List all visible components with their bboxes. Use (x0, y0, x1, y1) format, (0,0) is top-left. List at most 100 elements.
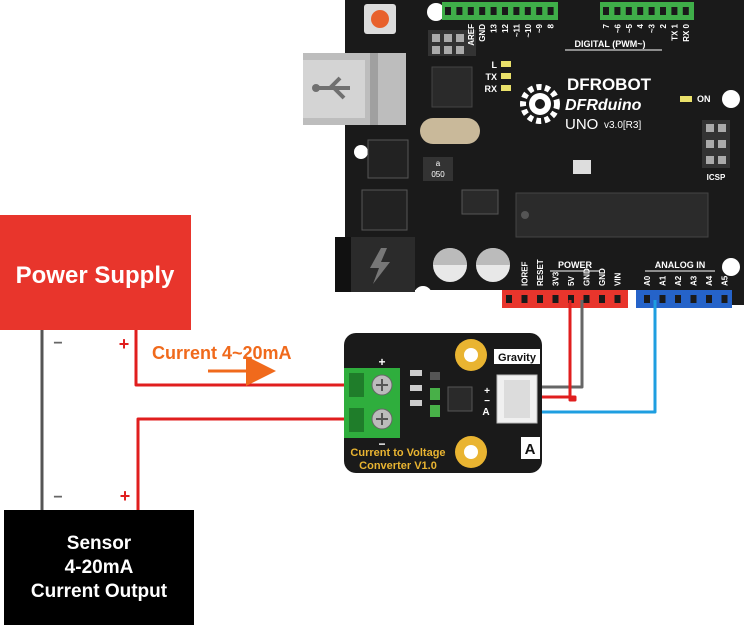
status-led (501, 61, 511, 67)
brand-line1: DFROBOT (567, 75, 652, 94)
digital-header-strip (442, 2, 558, 20)
power-pin-label: VIN (614, 272, 623, 286)
digital-pin-label: RX 0 (682, 23, 691, 41)
power-pin-label: GND (598, 268, 607, 286)
arduino-board: a 050 ICSP DFROBOT DFRduino UNO v3.0[R3]… (303, 0, 744, 308)
pin-socket (552, 295, 559, 303)
pin-socket (506, 295, 512, 303)
power-pin-label: GND (583, 268, 592, 286)
model-name: UNO (565, 116, 598, 133)
crystal-letter: a (436, 159, 441, 168)
gravity-badge (494, 349, 540, 364)
pin-socket (524, 7, 531, 15)
terminal-minus: − (378, 437, 385, 451)
pin-socket (648, 7, 655, 15)
pin-socket (456, 7, 463, 15)
digital-label: DIGITAL (PWM~) (575, 39, 646, 49)
mounting-hole (722, 90, 740, 108)
wire-gnd (535, 300, 584, 389)
pin-socket (467, 7, 474, 15)
lightning-icon (370, 248, 390, 284)
led-label: L (492, 60, 498, 70)
wire-5v (535, 300, 577, 402)
wires (40, 300, 657, 510)
digital-pin-label: ~11 (512, 23, 521, 37)
pin-socket (479, 7, 486, 15)
status-led (501, 73, 511, 79)
led-label: TX (485, 72, 497, 82)
gear-icon (520, 84, 560, 124)
mounting-hole (722, 258, 740, 276)
sensor: Sensor 4-20mA Current Output − + (4, 486, 194, 625)
pin-socket (445, 7, 451, 15)
pin-socket (625, 7, 632, 15)
power-supply-label: Power Supply (16, 262, 175, 289)
pin-socket (614, 7, 621, 15)
gravity-label: Gravity (498, 352, 537, 364)
digital-pin-label: ~5 (625, 23, 634, 33)
power-supply: Power Supply − + (0, 215, 191, 354)
pin-socket (721, 295, 728, 303)
digital-pin-label: 8 (547, 23, 556, 28)
digital-pin-label: 12 (501, 23, 510, 32)
pin-socket (536, 7, 543, 15)
mounting-hole (414, 286, 432, 304)
wire-ps-plus-to-converter (134, 330, 355, 387)
mounting-hole (427, 3, 445, 21)
mounting-hole (354, 145, 368, 159)
pin-socket (537, 295, 543, 303)
pin-socket (671, 7, 678, 15)
on-label: ON (697, 94, 711, 104)
digital-pin-label: ~3 (648, 23, 657, 33)
power-supply-plus: + (119, 334, 130, 354)
crystal-label: 050 (431, 170, 445, 179)
digital-pin-label: 7 (602, 23, 611, 28)
pin-plus: + (484, 386, 490, 397)
pin-socket (706, 295, 712, 303)
pin-socket (599, 295, 605, 303)
pin-socket (675, 295, 681, 303)
digital-pin-label: 4 (636, 23, 645, 28)
converter-module: + − Gravity A + − A Current to Voltage C… (344, 333, 542, 473)
icsp-header-top (428, 30, 476, 56)
power-supply-minus: − (53, 335, 62, 352)
analog-pin-label: A4 (705, 275, 714, 286)
pin-socket (583, 295, 590, 303)
sensor-box (4, 510, 194, 625)
sensor-line1: Sensor (67, 533, 132, 554)
power-led (680, 96, 692, 102)
pin-socket (637, 7, 644, 15)
brand-line2: DFRduino (565, 97, 642, 114)
regulator (361, 189, 408, 231)
sensor-minus: − (53, 489, 62, 506)
pin-socket (521, 295, 528, 303)
digital-pin-label: ~9 (535, 23, 544, 33)
analog-pin-label: A5 (721, 275, 730, 286)
digital-pin-label: ~6 (613, 23, 622, 33)
pin-socket (547, 7, 554, 15)
digital-pin-label: AREF (467, 24, 476, 46)
analog-header-strip (636, 290, 732, 308)
sensor-line3: Current Output (31, 581, 168, 602)
wire-converter-to-sensor-plus (136, 417, 355, 510)
terminal-plus: + (378, 355, 385, 369)
main-mcu (515, 192, 709, 238)
analog-pin-label: A3 (690, 275, 699, 286)
converter-title-line1: Current to Voltage (350, 447, 445, 459)
power-header-strip (502, 290, 628, 308)
pin-socket (502, 7, 508, 15)
power-label: POWER (558, 260, 593, 270)
icsp-header-right (702, 120, 730, 168)
pin-socket (644, 295, 650, 303)
type-letter: A (525, 441, 536, 458)
pin-socket (490, 7, 497, 15)
type-badge (521, 437, 540, 459)
wire-signal-a0 (535, 300, 657, 414)
digital-pin-label: TX 1 (670, 23, 679, 40)
